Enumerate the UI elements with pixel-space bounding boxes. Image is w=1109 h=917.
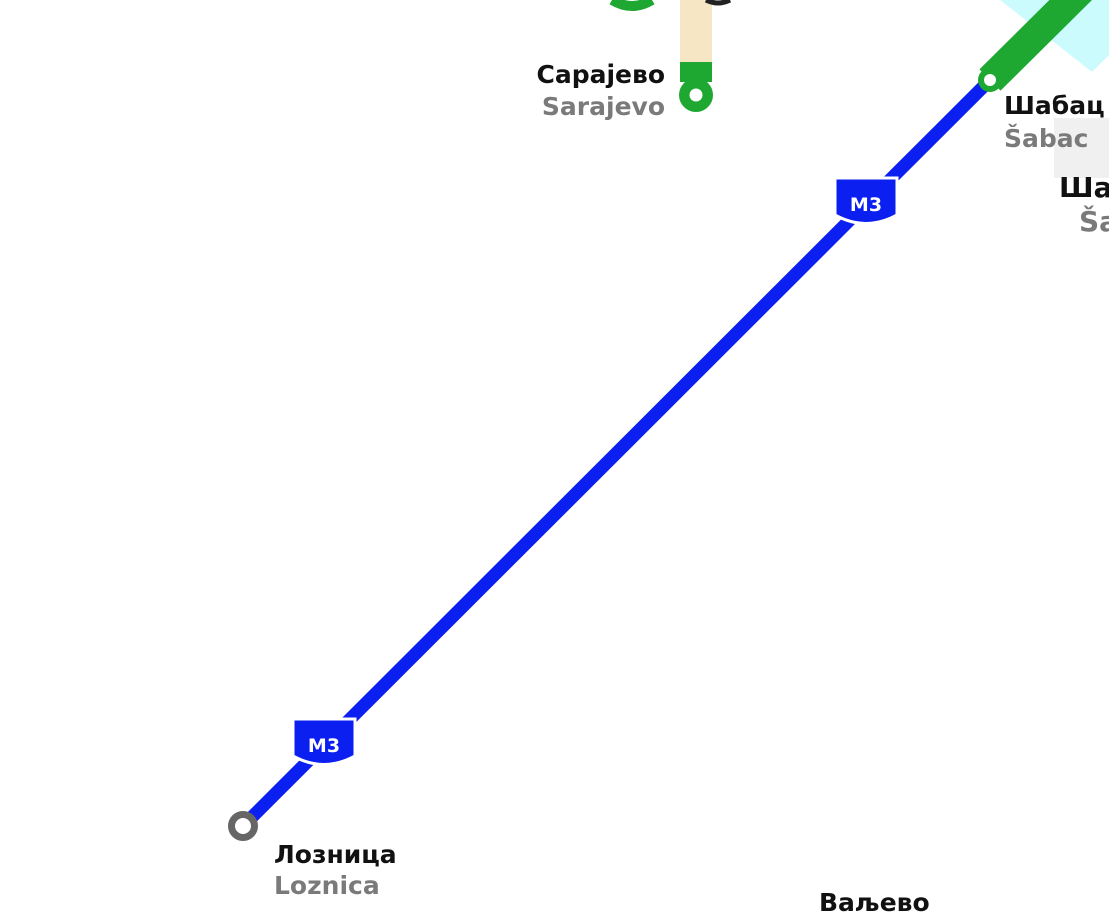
station-loznica-cyrillic: Лозница: [274, 840, 397, 869]
label-background: [1054, 118, 1109, 178]
station-sarajevo-dot: [689, 88, 703, 102]
beige-line: [680, 0, 712, 66]
station-sabac-latin: Šabac: [1004, 124, 1089, 153]
station-sarajevo-cyrillic: Сарајево: [536, 60, 665, 89]
green-line-sarajevo: [680, 62, 712, 82]
station-loznica-latin: Loznica: [274, 871, 380, 900]
m3-shield-lower-label: M3: [308, 735, 340, 757]
station-sabac-dot: [984, 74, 996, 86]
m3-shield-upper-label: M3: [850, 194, 882, 216]
station-sabac-cyrillic: Шабац: [1004, 91, 1105, 120]
station-loznica-marker[interactable]: [228, 811, 258, 841]
dark-line-fragment: [704, 0, 732, 6]
station-sabac-secondary-cyrillic: Ша: [1059, 171, 1109, 204]
station-sarajevo-latin: Sarajevo: [541, 92, 665, 121]
m3-shield-upper[interactable]: M3: [833, 176, 899, 225]
green-line-sabac: [979, 0, 1092, 91]
station-sabac-secondary-latin: Ša: [1079, 205, 1109, 238]
station-valjevo-cyrillic: Ваљево: [819, 888, 930, 917]
m3-shield-lower[interactable]: M3: [291, 717, 357, 766]
green-line-fragment: [609, 0, 655, 11]
